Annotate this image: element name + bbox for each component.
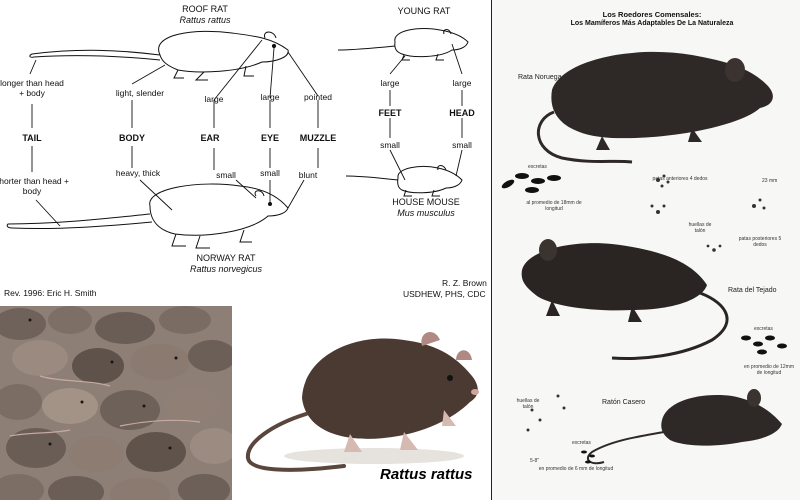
eye-label: EYE (260, 133, 280, 143)
house-mouse-outline (345, 165, 463, 197)
poster-note: al promedio de 18mm de longitud (526, 200, 582, 212)
roof-rat-species: Rattus rattus (179, 15, 231, 25)
norway-rat-figure (537, 51, 773, 164)
norway-tracks (650, 174, 766, 252)
diagram-drawing (6, 28, 469, 249)
ear-label: EAR (200, 133, 220, 143)
poster-note: en promedio de 12mm de longitud (743, 364, 795, 376)
commensal-rodents-poster: Los Roedores Comensales: Los Mamíferos M… (491, 0, 800, 500)
head-bottom-label: small (452, 140, 472, 150)
poster-note: 5-8" (530, 458, 540, 464)
roof-droppings (741, 335, 787, 355)
poster-note: patas posteriores 5 dedos (738, 236, 782, 248)
feet-top-label: large (380, 78, 400, 88)
poster-rat-3-label: Ratón Casero (602, 399, 646, 406)
poster-note: excretas (754, 326, 773, 332)
connector-lines (29, 39, 463, 227)
roof-rat-name: ROOF RAT (182, 4, 228, 14)
poster-title-2: Los Mamíferos Más Adaptables De La Natur… (570, 20, 734, 27)
rat-comparison-diagram: ROOF RAT Rattus rattus YOUNG RAT longer … (0, 0, 488, 303)
norway-rat-name: NORWAY RAT (196, 253, 256, 263)
tail-label: TAIL (22, 133, 42, 143)
young-rat-outline (337, 28, 469, 61)
credit-left: Rev. 1996: Eric H. Smith (4, 288, 97, 298)
poster-note: 23 mm (762, 178, 778, 184)
mouse-tracks (526, 394, 566, 432)
house-mouse-species: Mus musculus (397, 208, 455, 218)
house-mouse-figure (586, 389, 782, 465)
muzzle-label: MUZZLE (299, 133, 337, 143)
head-top-label: large (452, 78, 472, 88)
credit-right-2: USDHEW, PHS, CDC (403, 289, 486, 299)
norway-rat-outline (6, 183, 289, 249)
poster-rat-1-label: Rata Noruega (518, 74, 562, 81)
rat-bodies (0, 306, 232, 500)
poster-note: excretas (572, 440, 591, 446)
rattus-rattus-drawing (245, 332, 479, 472)
rattus-rattus-figure (245, 332, 479, 472)
norway-droppings (501, 173, 561, 193)
eye-bottom-label: small (260, 168, 280, 178)
head-label: HEAD (449, 108, 475, 118)
poster-drawing (501, 51, 787, 465)
rat-eyes (28, 318, 178, 450)
poster-title-1: Los Roedores Comensales: (602, 10, 702, 19)
poster-note: huellas de talón (688, 222, 712, 234)
roof-rat-figure (521, 239, 729, 360)
rat-swarm-photo (0, 306, 232, 500)
ear-top-label: large (204, 94, 224, 104)
credit-right-1: R. Z. Brown (442, 278, 487, 288)
poster-note: huellas de talón (516, 398, 540, 410)
rat-tails (9, 375, 201, 437)
ear-bottom-label: small (216, 170, 236, 180)
tail-top-label: longer than head + body (0, 78, 64, 98)
eye-top-label: large (260, 92, 280, 102)
muzzle-top-label: pointed (304, 92, 332, 102)
poster-note: en promedio de 6 mm de longitud (538, 466, 614, 472)
rattus-rattus-caption: Rattus rattus (380, 466, 473, 483)
young-rat-label: YOUNG RAT (397, 6, 451, 16)
tail-bottom-label: shorter than head + body (0, 176, 69, 196)
house-mouse-name: HOUSE MOUSE (392, 197, 460, 207)
feet-bottom-label: small (380, 140, 400, 150)
body-top-label: light, slender (115, 88, 165, 98)
mouse-droppings (581, 450, 595, 464)
body-label: BODY (118, 133, 146, 143)
roof-rat-outline (29, 30, 289, 81)
feet-label: FEET (378, 108, 402, 118)
poster-note: excretas (528, 164, 547, 170)
rattus-rattus-illustration: Rattus rattus (234, 306, 488, 500)
poster-rat-2-label: Rata del Tejado (728, 287, 777, 294)
rat-swarm-drawing (0, 306, 232, 500)
norway-rat-species: Rattus norvegicus (189, 264, 263, 274)
body-bottom-label: heavy, thick (115, 168, 161, 178)
muzzle-bottom-label: blunt (298, 170, 318, 180)
poster-note: patas anteriores 4 dedos (652, 176, 708, 182)
